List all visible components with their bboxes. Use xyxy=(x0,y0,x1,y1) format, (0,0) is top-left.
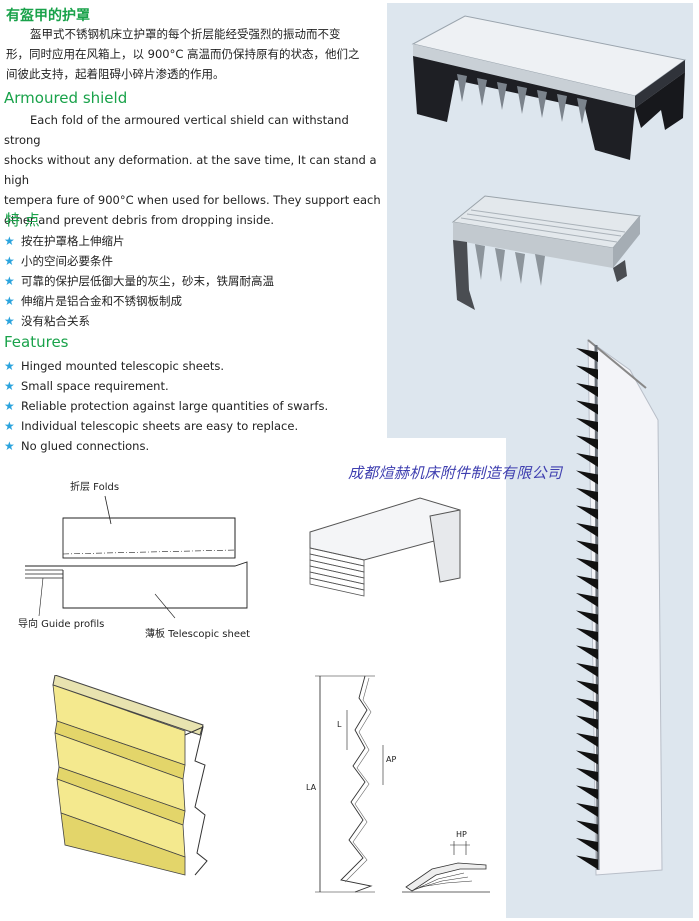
star-icon: ★ xyxy=(4,439,15,453)
star-icon: ★ xyxy=(4,359,15,373)
features-cn-title: 特 点 xyxy=(5,211,40,229)
folds-label: 折层 Folds xyxy=(70,482,120,493)
guide-profils-label: 导向 Guide profils xyxy=(18,619,105,630)
list-item: ★Small space requirement. xyxy=(4,376,328,396)
list-item: ★小的空间必要条件 xyxy=(4,251,274,271)
star-icon: ★ xyxy=(4,254,15,268)
list-item: ★可靠的保护层低御大量的灰尘，砂末，铁屑耐高温 xyxy=(4,271,274,291)
title-cn: 有盔甲的护罩 xyxy=(6,8,90,24)
dim-l-label: L xyxy=(337,720,342,729)
folds-diagram xyxy=(25,495,248,619)
star-icon: ★ xyxy=(4,234,15,248)
features-en-list: ★Hinged mounted telescopic sheets. ★Smal… xyxy=(4,356,328,456)
dim-la-label: LA xyxy=(306,783,317,792)
star-icon: ★ xyxy=(4,419,15,433)
intro-en-line: shocks without any deformation. at the s… xyxy=(4,153,377,187)
dim-hp-label: HP xyxy=(456,830,467,839)
intro-cn-line: 间彼此支持，起着阻碍小碎片渗透的作用。 xyxy=(6,67,225,81)
yellow-sheet-drawing xyxy=(52,675,208,876)
list-item: ★No glued connections. xyxy=(4,436,328,456)
intro-en-line: other and prevent debris from dropping i… xyxy=(4,213,274,227)
title-en: Armoured shield xyxy=(4,89,128,107)
dimension-diagram xyxy=(315,675,384,893)
intro-cn-line: 盔甲式不锈钢机床立护罩的每个折层能经受强烈的振动而不变 xyxy=(30,27,341,41)
intro-en-line: Each fold of the armoured vertical shiel… xyxy=(4,113,349,147)
hp-detail-drawing xyxy=(402,841,490,893)
star-icon: ★ xyxy=(4,294,15,308)
intro-en: Each fold of the armoured vertical shiel… xyxy=(4,110,384,230)
list-item: ★按在护罩格上伸缩片 xyxy=(4,231,274,251)
star-icon: ★ xyxy=(4,379,15,393)
star-icon: ★ xyxy=(4,399,15,413)
list-item: ★伸缩片是铝合金和不锈钢板制成 xyxy=(4,291,274,311)
telescopic-sheet-label: 薄板 Telescopic sheet xyxy=(145,629,251,640)
company-name: 成都煊赫机床附件制造有限公司 xyxy=(348,464,563,482)
bellows-photo xyxy=(451,195,641,310)
star-icon: ★ xyxy=(4,314,15,328)
star-icon: ★ xyxy=(4,274,15,288)
features-cn-list: ★按在护罩格上伸缩片 ★小的空间必要条件 ★可靠的保护层低御大量的灰尘，砂末，铁… xyxy=(4,231,274,331)
list-item: ★没有粘合关系 xyxy=(4,311,274,331)
list-item: ★Reliable protection against large quant… xyxy=(4,396,328,416)
vertical-shield-photo xyxy=(576,339,663,876)
list-item: ★Hinged mounted telescopic sheets. xyxy=(4,356,328,376)
features-en-title: Features xyxy=(4,333,69,351)
intro-cn: 盔甲式不锈钢机床立护罩的每个折层能经受强烈的振动而不变 形，同时应用在风箱上，以… xyxy=(6,24,380,84)
dim-ap-label: AP xyxy=(386,755,397,764)
armoured-shield-photo xyxy=(411,15,687,160)
l-bellows-drawing xyxy=(309,497,461,597)
intro-en-line: tempera fure of 900°C when used for bell… xyxy=(4,193,381,207)
intro-cn-line: 形，同时应用在风箱上，以 900°C 高温而仍保持原有的状态，他们之 xyxy=(6,47,360,61)
list-item: ★Individual telescopic sheets are easy t… xyxy=(4,416,328,436)
